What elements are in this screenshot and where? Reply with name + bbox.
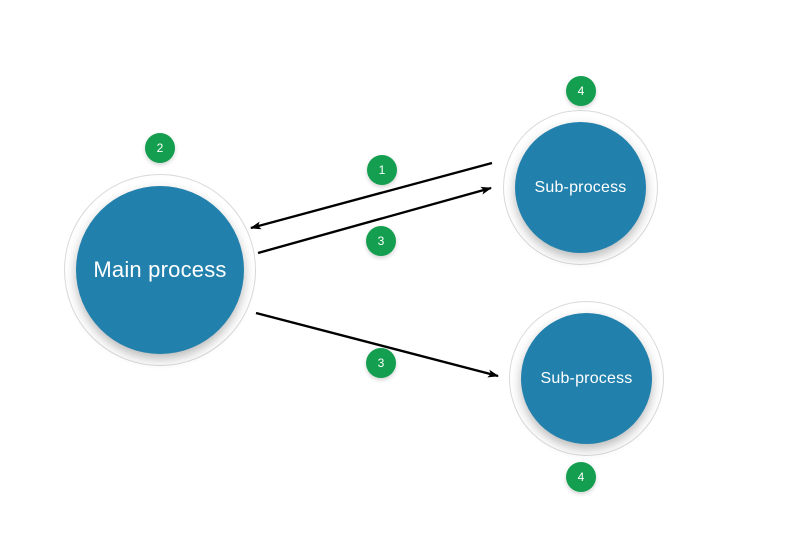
node-main-process[interactable]: Main process bbox=[64, 174, 256, 366]
badge-flow-middle[interactable]: 3 bbox=[366, 226, 396, 256]
badge-label: 4 bbox=[577, 470, 585, 484]
badge-flow-top[interactable]: 1 bbox=[367, 155, 397, 185]
node-sub-process-bottom-label: Sub-process bbox=[540, 369, 633, 387]
badge-label: 1 bbox=[378, 163, 386, 177]
node-main-process-label: Main process bbox=[93, 257, 227, 282]
node-disc: Main process bbox=[76, 186, 244, 354]
badge-label: 4 bbox=[577, 84, 585, 98]
badge-sub-top[interactable]: 4 bbox=[566, 76, 596, 106]
node-disc: Sub-process bbox=[521, 313, 652, 444]
badge-flow-lower[interactable]: 3 bbox=[366, 348, 396, 378]
badge-main-left[interactable]: 2 bbox=[145, 133, 175, 163]
node-sub-process-top-label: Sub-process bbox=[534, 178, 627, 196]
node-sub-process-top[interactable]: Sub-process bbox=[503, 110, 658, 265]
badge-label: 3 bbox=[377, 234, 385, 248]
badge-label: 3 bbox=[377, 356, 385, 370]
node-sub-process-bottom[interactable]: Sub-process bbox=[509, 301, 664, 456]
node-disc: Sub-process bbox=[515, 122, 646, 253]
badge-label: 2 bbox=[156, 141, 164, 155]
badge-sub-bottom[interactable]: 4 bbox=[566, 462, 596, 492]
